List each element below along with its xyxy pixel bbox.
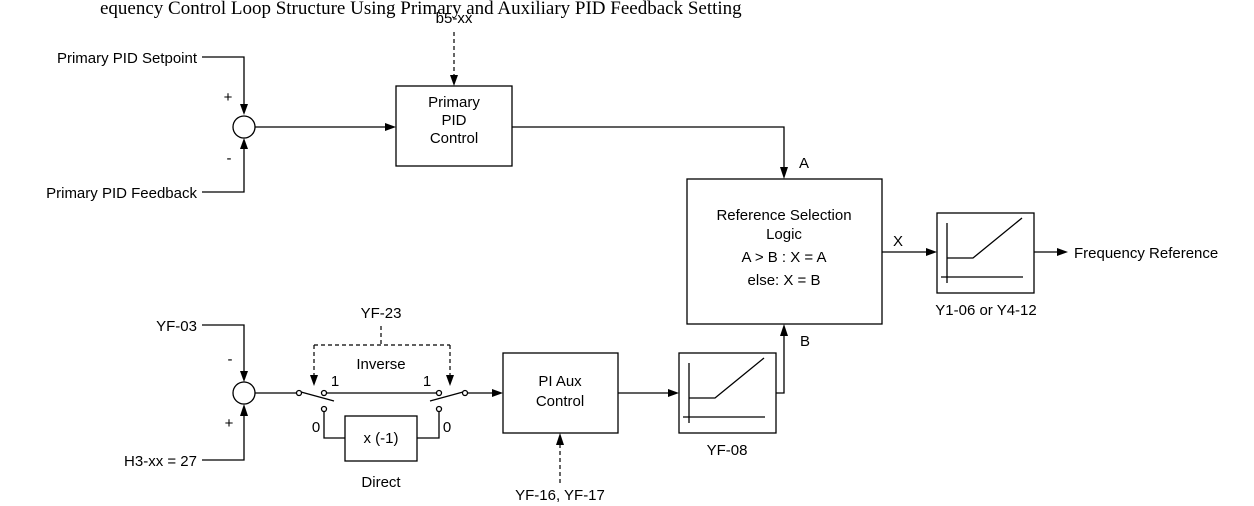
switch2-direct-wire [417, 411, 440, 439]
switch-to-aux-arrowhead [492, 389, 503, 397]
inverse-label: Inverse [356, 356, 405, 373]
switch1-common-contact [295, 389, 303, 397]
minus-sign-bottom: - [228, 351, 233, 368]
summing-junction-top [232, 115, 256, 139]
output-limiter-block [936, 212, 1035, 294]
setpoint-line [202, 56, 245, 105]
caption-fragment: equency Control Loop Structure Using Pri… [100, 0, 742, 19]
frequency-reference-label: Frequency Reference [1074, 245, 1218, 262]
switch2-position-1: 1 [423, 373, 431, 390]
b5-arrowhead [450, 75, 458, 86]
ref-to-limiter-arrowhead [926, 248, 937, 256]
plus-sign-bottom: + [225, 415, 234, 432]
minus-sign-top: - [227, 150, 232, 167]
pi-aux-control-block [502, 352, 619, 434]
ref-block-line3: A > B : X = A [741, 249, 826, 266]
yf08-param-label: YF-08 [707, 442, 748, 459]
pid-block-line1: Primary [428, 94, 480, 111]
aux-block-line2: Control [536, 393, 584, 410]
yf03-line [202, 324, 245, 372]
limiter-to-output-arrowhead [1057, 248, 1068, 256]
input-b-label: B [800, 333, 810, 350]
switch1-direct-wire [323, 411, 345, 439]
switch1-lever [300, 391, 335, 402]
aux-limiter-to-ref-line [776, 335, 785, 394]
yf23-right-arrowhead [446, 375, 454, 386]
aux-to-limiter-arrowhead [668, 389, 679, 397]
yf03-arrowhead [240, 371, 248, 382]
switch2-position-0: 0 [443, 419, 451, 436]
primary-setpoint-label: Primary PID Setpoint [57, 50, 198, 67]
switch1-position-1: 1 [331, 373, 339, 390]
ref-block-line4: else: X = B [748, 272, 821, 289]
yf16-arrowhead [556, 433, 564, 445]
primary-feedback-label: Primary PID Feedback [46, 185, 197, 202]
ref-block-line2: Logic [766, 226, 802, 243]
aux-limiter-curve [689, 357, 765, 399]
feedback-line [202, 148, 245, 193]
pid-block-line3: Control [430, 130, 478, 147]
pid-to-ref-line [512, 126, 785, 168]
pid-block-line2: PID [441, 112, 466, 129]
pid-to-ref-arrowhead [780, 167, 788, 179]
primary-pid-control-block [395, 85, 513, 167]
setpoint-arrowhead [240, 104, 248, 115]
yf23-param-label: YF-23 [361, 305, 402, 322]
h3xx-arrowhead [240, 404, 248, 416]
switch2-lever [429, 391, 464, 402]
yf03-label: YF-03 [156, 318, 197, 335]
output-x-label: X [893, 233, 903, 250]
switch2-common-contact [461, 389, 469, 397]
h3xx-line [202, 415, 245, 461]
switch1-contact-0 [320, 405, 328, 413]
yf16-yf17-param-label: YF-16, YF-17 [515, 487, 605, 504]
switch2-contact-0 [435, 405, 443, 413]
aux-limiter-to-ref-arrowhead [780, 324, 788, 336]
multiply-block-label: x (-1) [364, 430, 399, 447]
aux-block-line1: PI Aux [538, 373, 582, 390]
output-limiter-curve [947, 217, 1023, 259]
summing-junction-bottom [232, 381, 256, 405]
switch1-contact-1 [320, 389, 328, 397]
plus-sign-top: + [224, 89, 233, 106]
direct-label: Direct [361, 474, 401, 491]
switch1-position-0: 0 [312, 419, 320, 436]
yf23-left-arrowhead [310, 375, 318, 386]
switch2-contact-1 [435, 389, 443, 397]
ref-block-line1: Reference Selection [716, 207, 851, 224]
y1-param-label: Y1-06 or Y4-12 [935, 302, 1036, 319]
aux-limiter-block [678, 352, 777, 434]
reference-selection-block [686, 178, 883, 325]
sum-to-pid-arrowhead [385, 123, 396, 131]
feedback-arrowhead [240, 138, 248, 149]
b5-param-label: b5-xx [436, 10, 473, 27]
h3xx-label: H3-xx = 27 [124, 453, 197, 470]
input-a-label: A [799, 155, 809, 172]
